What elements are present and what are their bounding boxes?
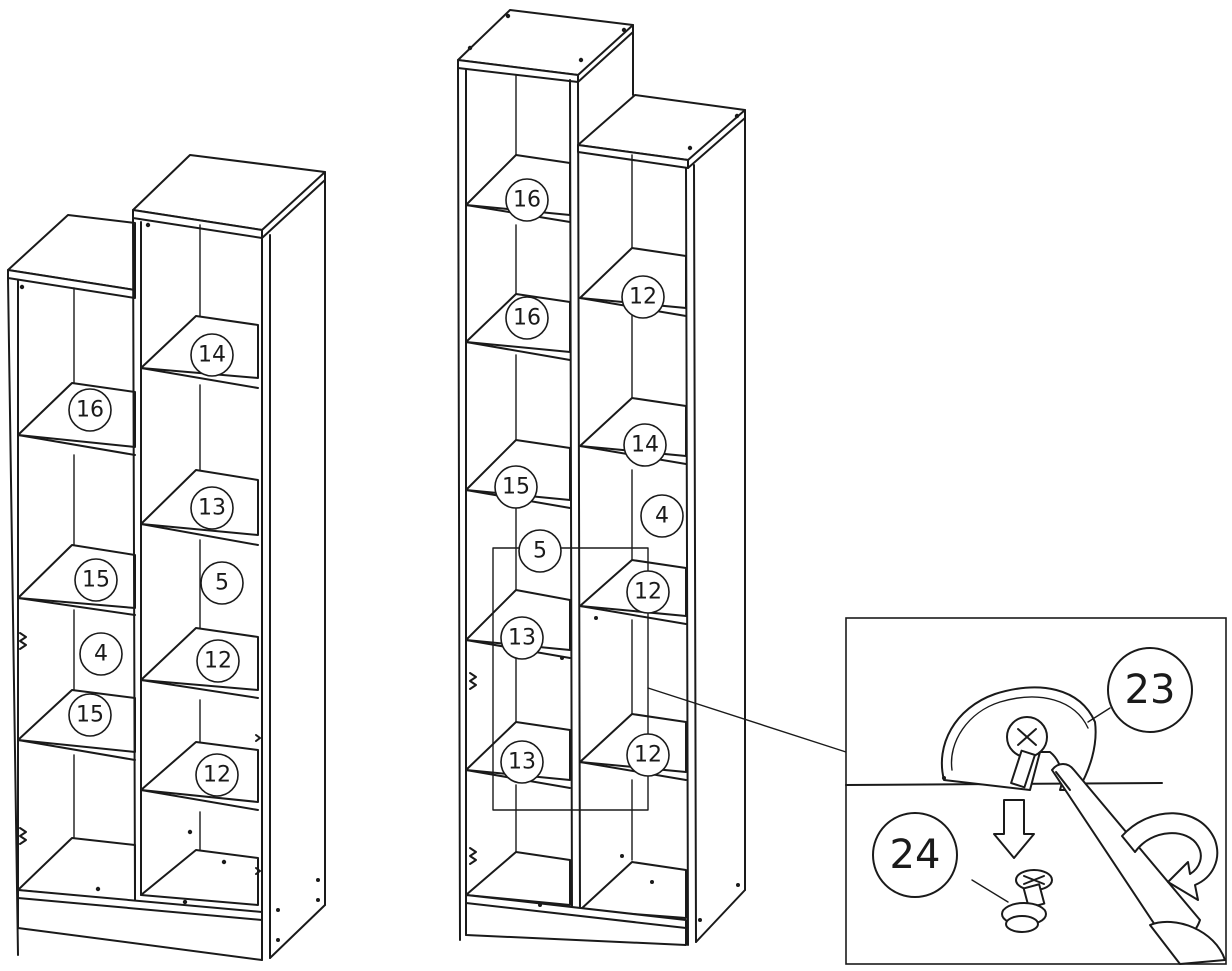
right-callout-12c: 12 <box>626 733 670 777</box>
svg-text:13: 13 <box>508 750 536 775</box>
down-arrow-icon <box>993 799 1035 859</box>
detail-leader-line <box>647 687 847 753</box>
hinge-icon <box>19 632 27 650</box>
right-bottom-tall <box>465 851 571 906</box>
left-callout-5: 5 <box>200 561 244 605</box>
left-plinth <box>17 889 263 961</box>
svg-text:5: 5 <box>533 539 547 564</box>
right-callout-15: 15 <box>494 465 538 509</box>
left-callout-4: 4 <box>79 632 123 676</box>
hinge-icon <box>255 734 261 742</box>
detail-callout-23: 23 <box>1107 647 1193 733</box>
svg-text:24: 24 <box>890 832 941 878</box>
svg-text:13: 13 <box>508 626 536 651</box>
svg-text:23: 23 <box>1125 667 1176 713</box>
svg-text:12: 12 <box>203 763 231 788</box>
svg-text:14: 14 <box>631 433 659 458</box>
right-callout-13a: 13 <box>500 616 544 660</box>
right-plinth <box>465 894 687 946</box>
svg-text:5: 5 <box>215 571 229 596</box>
svg-text:16: 16 <box>513 306 541 331</box>
svg-text:15: 15 <box>76 703 104 728</box>
left-short-top-edge <box>7 269 136 299</box>
left-callout-14: 14 <box>190 333 234 377</box>
left-callout-12b: 12 <box>195 753 239 797</box>
svg-text:4: 4 <box>655 504 669 529</box>
svg-text:14: 14 <box>198 343 226 368</box>
svg-text:15: 15 <box>502 475 530 500</box>
left-callout-16: 16 <box>68 388 112 432</box>
right-callout-16b: 16 <box>505 296 549 340</box>
left-callout-15a: 15 <box>74 558 118 602</box>
right-callout-14: 14 <box>623 423 667 467</box>
right-callout-16a: 16 <box>505 178 549 222</box>
svg-text:15: 15 <box>82 568 110 593</box>
svg-text:13: 13 <box>198 496 226 521</box>
svg-text:4: 4 <box>94 642 108 667</box>
svg-text:16: 16 <box>76 398 104 423</box>
svg-text:16: 16 <box>513 188 541 213</box>
hinge-icon <box>469 847 477 865</box>
detail-selection-box <box>492 547 649 811</box>
hinge-icon <box>19 827 27 845</box>
left-callout-15b: 15 <box>68 693 112 737</box>
hinge-icon <box>469 672 477 690</box>
svg-text:12: 12 <box>634 580 662 605</box>
left-cabinet <box>7 154 326 961</box>
svg-text:12: 12 <box>629 285 657 310</box>
right-callout-12b: 12 <box>626 570 670 614</box>
right-callout-13b: 13 <box>500 740 544 784</box>
detail-callout-24: 24 <box>872 812 958 898</box>
svg-text:12: 12 <box>204 649 232 674</box>
right-callout-5: 5 <box>518 529 562 573</box>
right-callout-12a: 12 <box>621 275 665 319</box>
left-callout-12a: 12 <box>196 639 240 683</box>
left-bottom-tall <box>140 849 259 906</box>
right-callout-4: 4 <box>640 494 684 538</box>
left-callout-13: 13 <box>190 486 234 530</box>
hinge-icon <box>255 867 261 875</box>
rotate-arrow-icon <box>1121 812 1219 901</box>
svg-text:12: 12 <box>634 743 662 768</box>
